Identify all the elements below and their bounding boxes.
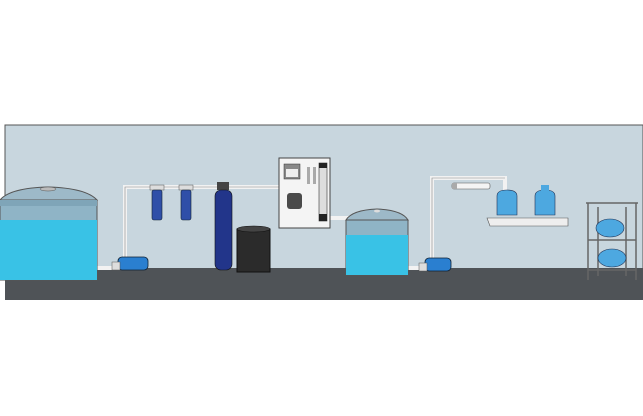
storage-tank-icon — [0, 186, 99, 281]
cartridge-filter-icon — [178, 184, 194, 221]
floor — [5, 268, 643, 300]
product-tank-icon — [345, 208, 409, 276]
pump-icon — [111, 256, 149, 271]
softener-column-icon — [214, 182, 233, 271]
filling-station-icon — [486, 185, 569, 227]
bottle-rack-icon — [586, 202, 638, 280]
brine-tank-icon — [236, 225, 271, 273]
uv-sterilizer-icon — [451, 182, 491, 190]
ro-panel-icon — [278, 157, 331, 229]
pump-icon — [418, 257, 452, 272]
cartridge-filter-icon — [149, 184, 165, 221]
